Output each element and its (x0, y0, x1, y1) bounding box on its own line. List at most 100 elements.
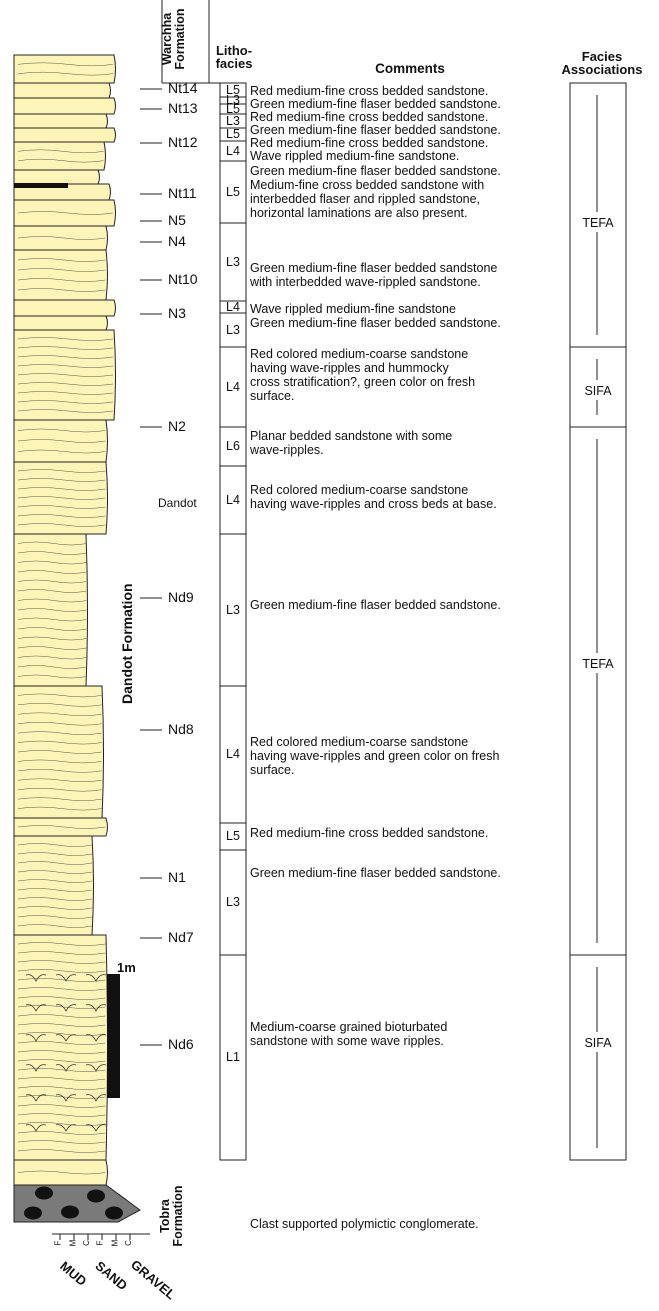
comment-line: having wave-ripples and hummocky (250, 361, 449, 375)
facies-comment: Wave rippled medium-fine sandstone (250, 302, 456, 316)
sandstone-bed (13, 225, 108, 251)
lamination (17, 703, 102, 707)
lamination (17, 258, 106, 262)
lamination (17, 750, 102, 754)
bioturbation-mark (85, 1124, 107, 1132)
sandstone-bed (13, 54, 116, 84)
bioturbation-mark (25, 974, 47, 982)
lamination (17, 627, 87, 631)
grain-size-tick-label: F (53, 1240, 63, 1246)
comment-line: Green medium-fine flaser bedded sandston… (250, 261, 498, 275)
clast (24, 1206, 42, 1220)
lamination (17, 870, 93, 874)
lamination (17, 469, 106, 473)
sample-label: Nt12 (168, 134, 198, 150)
lamination (17, 487, 106, 491)
facies-associations-line-1: Facies (581, 49, 623, 64)
lamination (17, 825, 106, 829)
bioturbation-mark (85, 1094, 107, 1102)
comment-line: cross stratification?, green color on fr… (250, 375, 476, 389)
bioturbation-mark (55, 1124, 77, 1132)
lamination (17, 942, 106, 946)
lithofacies-code: L5 (226, 101, 240, 116)
lamination (17, 71, 114, 76)
comment-line: Medium-coarse grained bioturbated (250, 1020, 448, 1034)
grain-size-tick-label: C (81, 1240, 91, 1246)
sample-label: Nd6 (168, 1036, 194, 1052)
lamination (17, 693, 102, 698)
facies-comment: Green medium-fine flaser bedded sandston… (250, 866, 501, 880)
scale-bar (107, 974, 120, 1098)
comment-line: Red medium-fine cross bedded sandstone. (250, 136, 489, 150)
sample-label: N5 (168, 212, 186, 228)
comment-line: Medium-fine cross bedded sandstone with (250, 178, 485, 192)
lamination (17, 1140, 106, 1144)
lamination (17, 924, 93, 928)
lamination (17, 731, 102, 735)
scale-bar-label: 1m (117, 960, 136, 975)
sandstone-bed (13, 835, 94, 936)
lamination (17, 1077, 106, 1081)
warchha-line-2: Formation (173, 8, 187, 70)
lamination (17, 236, 106, 240)
facies-comment: Green medium-fine flaser bedded sandston… (250, 261, 497, 289)
lamination (17, 1113, 106, 1117)
sandstone-bed (13, 934, 108, 1161)
lamination (17, 409, 114, 413)
dandot-formation-label: Dandot Formation (119, 583, 135, 704)
sandstone-bed (13, 419, 108, 463)
lamination (17, 439, 106, 443)
lamination (17, 608, 87, 612)
lithofacies-code: L5 (226, 127, 240, 141)
facies-associations-line-2: Associations (561, 62, 643, 77)
sample-label: Nd8 (168, 721, 194, 737)
lamination (17, 400, 114, 404)
lamination (17, 364, 114, 368)
sample-label: N2 (168, 418, 186, 434)
sample-label: Nt10 (168, 271, 198, 287)
bioturbation-mark (25, 1124, 47, 1132)
facies-comment: Green medium-fine flaser bedded sandston… (250, 316, 501, 330)
comment-line: Green medium-fine flaser bedded sandston… (250, 598, 501, 612)
lamination (17, 1170, 106, 1175)
dandot-annotation: Dandot (158, 496, 197, 510)
lamination (17, 382, 114, 386)
lamination (17, 879, 93, 883)
lamination (17, 579, 87, 584)
lamination (17, 906, 93, 910)
lamination (17, 987, 106, 991)
facies-comment: Green medium-fine flaser bedded sandston… (250, 164, 501, 220)
sandstone-bed (13, 249, 108, 301)
lamination (17, 843, 93, 847)
bioturbation-mark (25, 1034, 47, 1042)
lamination (17, 211, 114, 215)
facies-comment: Wave rippled medium-fine sandstone. (250, 149, 459, 163)
sample-label: N1 (168, 869, 186, 885)
lithofacies-code: L3 (226, 322, 240, 337)
lithofacies-header-line-1: Litho- (215, 43, 253, 58)
lithofacies-code: L3 (226, 113, 240, 128)
lamination (17, 1059, 106, 1063)
comment-line: Red colored medium-coarse sandstone (250, 483, 469, 497)
comment-line: Green medium-fine flaser bedded sandston… (250, 164, 501, 178)
lithofacies-code: L4 (226, 379, 240, 394)
lamination (17, 589, 87, 593)
lamination (17, 797, 102, 801)
lamination (17, 1149, 106, 1153)
sample-label: N3 (168, 305, 186, 321)
facies-comment: Red medium-fine cross bedded sandstone. (250, 826, 488, 840)
lamination (17, 1104, 106, 1108)
lithofacies-code: L6 (226, 439, 240, 453)
facies-association-label: SIFA (584, 384, 612, 398)
bioturbation-mark (25, 1004, 47, 1012)
lamination (17, 523, 106, 527)
bioturbation-mark (25, 1094, 47, 1102)
sample-label: N4 (168, 233, 186, 249)
clast (87, 1189, 105, 1203)
lamination (17, 1023, 106, 1027)
comment-line: surface. (250, 389, 295, 403)
